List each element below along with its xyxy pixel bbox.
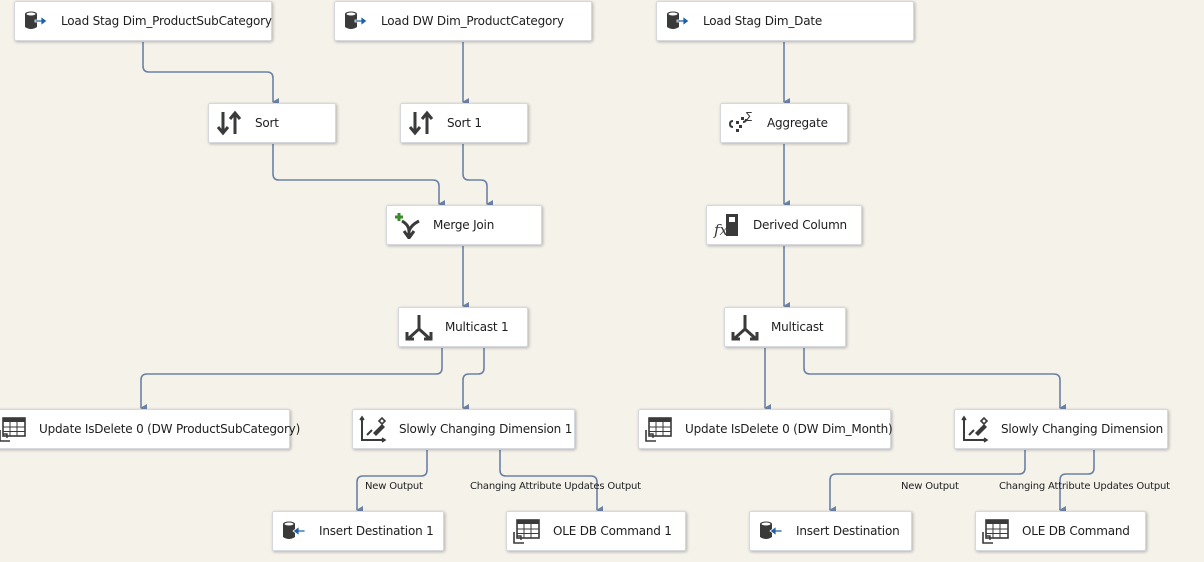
load-dw-dim-productcategory-source[interactable]: Load DW Dim_ProductCategory (334, 1, 592, 41)
connector-scd-changing-attribute[interactable] (1059, 450, 1095, 514)
node-label: Merge Join (433, 218, 495, 232)
ole-db-command-1[interactable]: OLE DB Command 1 (506, 511, 686, 551)
slowly-changing-dimension-icon (359, 415, 387, 443)
path-label-new-output-2[interactable]: New Output (901, 481, 959, 492)
ole-db-source-icon (667, 11, 690, 29)
connector-sort-to-merge-join[interactable] (272, 144, 445, 208)
connector-scd1-new-output[interactable] (356, 450, 428, 514)
update-isdelete-productsubcategory-command[interactable]: Update IsDelete 0 (DW ProductSubCategory… (0, 409, 300, 449)
node-label: OLE DB Command (1022, 524, 1130, 538)
insert-destination-1[interactable]: Insert Destination 1 (272, 511, 444, 551)
load-stag-dim-date-source[interactable]: Load Stag Dim_Date (656, 1, 914, 41)
svg-text:fx: fx (713, 221, 729, 239)
node-label: Load Stag Dim_Date (703, 14, 823, 28)
path-label-changing-attribute-updates-output-2[interactable]: Changing Attribute Updates Output (999, 481, 1170, 492)
connector-load-stag-subcat-to-sort[interactable] (142, 42, 279, 106)
node-label: Derived Column (753, 218, 847, 232)
sort-icon (408, 110, 434, 136)
ole-db-source-icon (345, 11, 368, 29)
connector-scd1-changing-attribute[interactable] (499, 450, 603, 514)
multicast-icon (405, 315, 433, 341)
path-label-changing-attribute-updates-output-1[interactable]: Changing Attribute Updates Output (470, 481, 641, 492)
multicast-1-transform[interactable]: Multicast 1 (398, 307, 528, 347)
aggregate-transform[interactable]: Σ Aggregate (720, 103, 848, 143)
insert-destination[interactable]: Insert Destination (749, 511, 912, 551)
ole-db-command-icon (645, 417, 672, 442)
slowly-changing-dimension-transform[interactable]: Slowly Changing Dimension (954, 409, 1168, 449)
connector-multicast1-to-update-subcat[interactable] (140, 348, 443, 412)
derived-column-icon: fx (713, 214, 738, 239)
slowly-changing-dimension-icon (961, 415, 989, 443)
ole-db-destination-icon (760, 521, 783, 539)
path-label-new-output-1[interactable]: New Output (365, 481, 423, 492)
update-isdelete-dim-month-command[interactable]: Update IsDelete 0 (DW Dim_Month) (638, 409, 893, 449)
node-label: Multicast (771, 320, 824, 334)
sort-1-transform[interactable]: Sort 1 (400, 103, 528, 143)
connector-multicast1-to-scd1[interactable] (462, 348, 485, 412)
node-label: Slowly Changing Dimension 1 (399, 422, 573, 436)
node-label: Slowly Changing Dimension (1001, 422, 1164, 436)
sort-icon (216, 110, 242, 136)
ole-db-command[interactable]: OLE DB Command (975, 511, 1146, 551)
svg-text:Σ: Σ (745, 110, 753, 124)
node-label: Sort (255, 116, 279, 130)
node-label: Update IsDelete 0 (DW Dim_Month) (685, 422, 893, 436)
node-label: Insert Destination 1 (319, 524, 434, 538)
connector-sort1-to-merge-join[interactable] (462, 144, 493, 208)
node-label: Aggregate (767, 116, 828, 130)
node-label: Insert Destination (796, 524, 900, 538)
multicast-transform[interactable]: Multicast (724, 307, 846, 347)
ole-db-command-icon (513, 519, 540, 544)
node-label: Multicast 1 (445, 320, 509, 334)
ole-db-destination-icon (283, 521, 306, 539)
node-label: Sort 1 (447, 116, 482, 130)
node-label: Load DW Dim_ProductCategory (381, 14, 564, 28)
load-stag-dim-productsubcategory-source[interactable]: Load Stag Dim_ProductSubCategory (14, 1, 272, 41)
node-label: Load Stag Dim_ProductSubCategory (61, 14, 272, 28)
slowly-changing-dimension-1-transform[interactable]: Slowly Changing Dimension 1 (352, 409, 575, 449)
connector-multicast-to-scd[interactable] (803, 348, 1066, 412)
sort-transform[interactable]: Sort (208, 103, 336, 143)
ole-db-source-icon (25, 11, 48, 29)
multicast-icon (731, 315, 759, 341)
derived-column-transform[interactable]: fx Derived Column (706, 205, 862, 245)
merge-join-transform[interactable]: Merge Join (386, 205, 542, 245)
node-label: Update IsDelete 0 (DW ProductSubCategory… (39, 422, 301, 436)
connector-scd-new-output[interactable] (829, 450, 1026, 514)
ole-db-command-icon (982, 519, 1009, 544)
aggregate-icon: Σ (728, 110, 753, 132)
merge-join-icon (395, 213, 420, 239)
node-label: OLE DB Command 1 (553, 524, 672, 538)
ole-db-command-icon (0, 417, 26, 442)
